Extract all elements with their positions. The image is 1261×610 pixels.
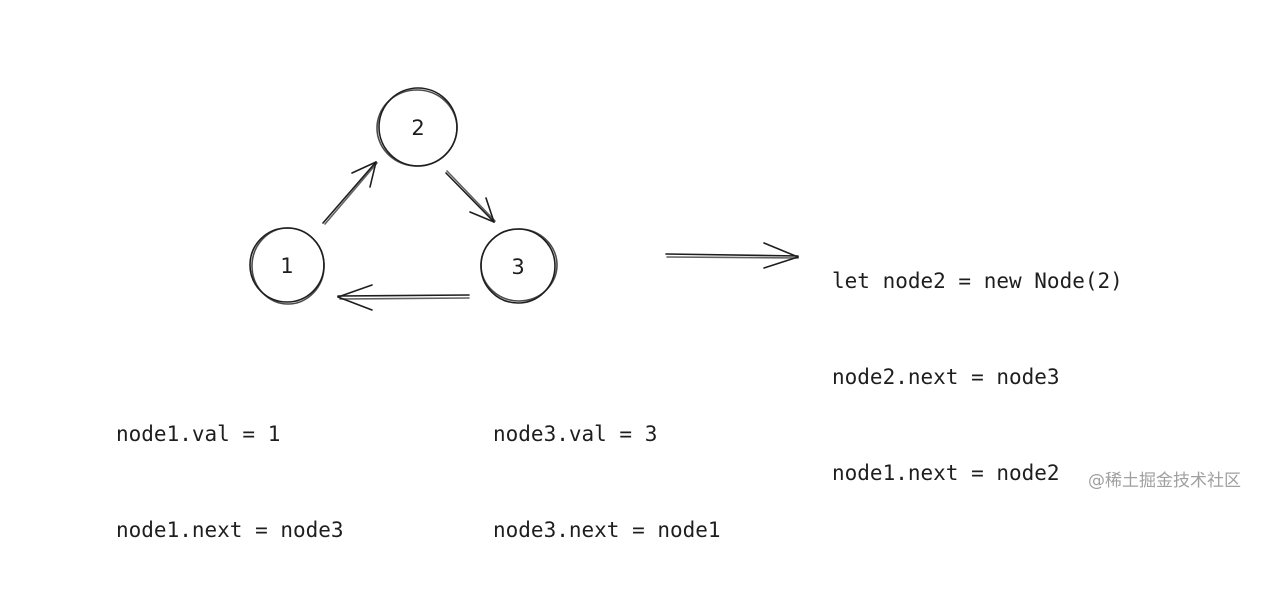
code-node3: node3.val = 3 node3.next = node1 [493, 354, 721, 610]
watermark: @稀土掘金技术社区 [1088, 471, 1241, 491]
code-line: node2.next = node3 [832, 365, 1060, 389]
node-3-label: 3 [511, 255, 524, 279]
code-line: node1.next = node3 [116, 518, 344, 542]
node-1-label: 1 [280, 254, 293, 278]
linked-list-diagram: 1 2 3 [249, 87, 799, 311]
code-insert-node2: let node2 = new Node(2) node2.next = nod… [832, 201, 1123, 553]
code-line: let node2 = new Node(2) [832, 269, 1123, 293]
node-2-label: 2 [411, 116, 424, 140]
arrow-node1-to-node2 [322, 161, 378, 225]
code-node1: node1.val = 1 node1.next = node3 [116, 354, 344, 610]
arrow-transform [665, 242, 799, 269]
node-2-circle [376, 87, 458, 167]
node-3-circle [480, 228, 558, 304]
arrow-node2-to-node3 [445, 170, 496, 223]
node-1-circle [249, 227, 325, 305]
code-line: node1.val = 1 [116, 422, 281, 446]
code-line: node3.next = node1 [493, 518, 721, 542]
diagram-canvas: 1 2 3 node1.val = 1 node1.next = node3 n… [116, 87, 1241, 542]
code-line: node1.next = node2 [832, 461, 1060, 485]
code-line: node3.val = 3 [493, 422, 658, 446]
arrow-node3-to-node1 [337, 284, 470, 311]
